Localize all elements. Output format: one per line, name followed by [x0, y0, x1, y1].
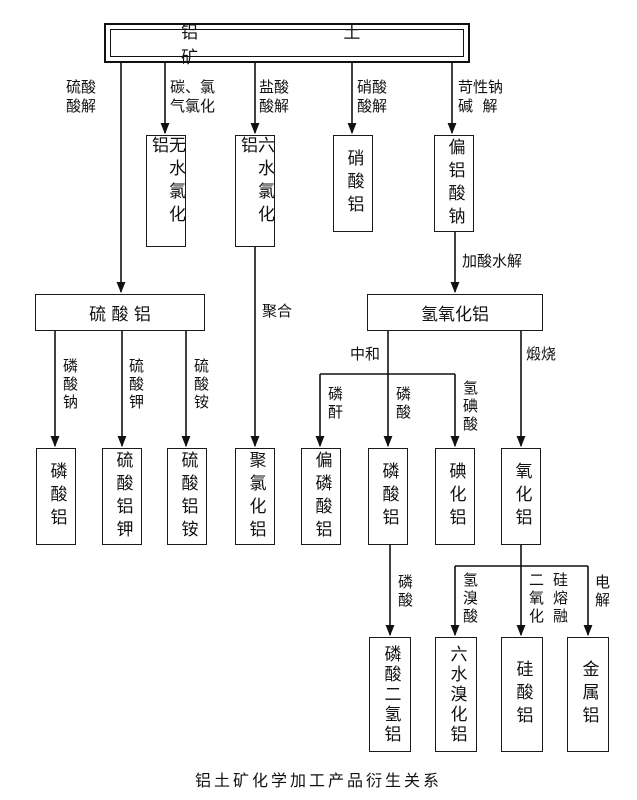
- node-bauxite-label: 铝 土 矿: [110, 23, 464, 68]
- node-al-hydroxide: 氢氧化铝: [367, 294, 543, 331]
- edge-label-sodium-phosphate: 磷酸钠: [61, 358, 79, 412]
- edge-label-caustic-hydrolysis: 苛性钠 碱 解: [458, 78, 504, 115]
- node-ammonium-alum-label: 硫酸铝铵: [177, 450, 198, 543]
- figure-caption: 铝土矿化学加工产品衍生关系: [194, 771, 442, 790]
- node-al-silicate-label: 硅酸铝: [512, 660, 533, 729]
- edge-label-silicon-fusion: 硅熔融: [551, 572, 569, 626]
- node-bauxite: 铝 土 矿: [104, 23, 470, 68]
- node-potassium-alum: 硫酸铝钾: [102, 448, 142, 545]
- node-al-nitrate-label: 硝酸铝: [343, 149, 364, 218]
- edge-label-acid-hydrolysis: 加酸水解: [462, 252, 523, 270]
- node-anhydrous-alcl3: 无水氯化铝: [146, 135, 186, 247]
- node-ammonium-alum: 硫酸铝铵: [167, 448, 207, 545]
- edge-label-hydrobromic-acid: 氢溴酸: [461, 572, 479, 626]
- node-albr3-hexahydrate-label: 六水溴化铝: [446, 644, 467, 745]
- edge-label-carbon-chlorination: 碳、氯 气氯化: [170, 78, 216, 115]
- node-al-phosphate-2: 磷酸铝: [368, 448, 408, 545]
- node-al-sulfate: 硫 酸 铝: [35, 294, 205, 331]
- node-al-iodate-label: 碘化铝: [445, 462, 466, 531]
- edge-label-calcination: 煅烧: [526, 345, 557, 363]
- node-al-dihydrogen-phosphate-label: 磷酸二氢铝: [380, 644, 401, 745]
- edge-label-phosphoric-acid-1: 磷酸: [394, 386, 412, 422]
- node-al-silicate: 硅酸铝: [501, 637, 543, 752]
- edge-label-iodic-acid: 氢碘酸: [461, 380, 479, 434]
- edge-label-sulfuric-hydrolysis: 硫酸 酸解: [66, 78, 97, 115]
- node-potassium-alum-label: 硫酸铝钾: [112, 450, 133, 543]
- node-anhydrous-alcl3-label: 无水氯化铝: [148, 136, 185, 228]
- node-pac-label: 聚氯化铝: [245, 450, 266, 543]
- edge-label-nitric-hydrolysis: 硝酸 酸解: [357, 78, 388, 115]
- node-al-dihydrogen-phosphate: 磷酸二氢铝: [369, 637, 411, 752]
- node-al-sulfate-label: 硫 酸 铝: [89, 305, 151, 325]
- node-al-metaphosphate: 偏磷酸铝: [301, 448, 341, 545]
- node-albr3-hexahydrate: 六水溴化铝: [435, 637, 477, 752]
- node-al-phosphate-2-label: 磷酸铝: [378, 462, 399, 531]
- node-al-oxide-label: 氧化铝: [511, 462, 532, 531]
- edge-label-neutralization: 中和: [350, 345, 381, 363]
- node-sodium-metaaluminate: 偏铝酸钠: [434, 135, 474, 232]
- edge-label-hcl-hydrolysis: 盐酸 酸解: [259, 78, 290, 115]
- node-al-iodate: 碘化铝: [435, 448, 475, 545]
- node-sodium-metaaluminate-label: 偏铝酸钠: [444, 137, 465, 230]
- edge-label-phosphoric-anhydride: 磷酐: [326, 386, 344, 422]
- node-alcl3-hexahydrate: 六水氯化铝: [235, 135, 275, 247]
- node-pac: 聚氯化铝: [235, 448, 275, 545]
- edge-label-silica: 二氧化: [527, 572, 545, 626]
- node-al-phosphate-1: 磷酸铝: [36, 448, 76, 545]
- edge-label-polymerization: 聚合: [262, 302, 293, 320]
- node-al-hydroxide-label: 氢氧化铝: [421, 305, 489, 325]
- node-al-phosphate-1-label: 磷酸铝: [46, 462, 67, 531]
- edge-label-ammonium-sulfate: 硫酸铵: [192, 358, 210, 412]
- node-al-nitrate: 硝酸铝: [333, 135, 373, 232]
- edge-label-potassium-sulfate: 硫酸钾: [127, 358, 145, 412]
- node-al-metaphosphate-label: 偏磷酸铝: [311, 450, 332, 543]
- edge-label-phosphoric-acid-2: 磷酸: [396, 574, 414, 610]
- node-metal-al: 金属铝: [567, 637, 609, 752]
- node-alcl3-hexahydrate-label: 六水氯化铝: [237, 136, 274, 228]
- edge-label-electrolysis: 电解: [593, 574, 611, 610]
- node-al-oxide: 氧化铝: [501, 448, 541, 545]
- node-metal-al-label: 金属铝: [578, 660, 599, 729]
